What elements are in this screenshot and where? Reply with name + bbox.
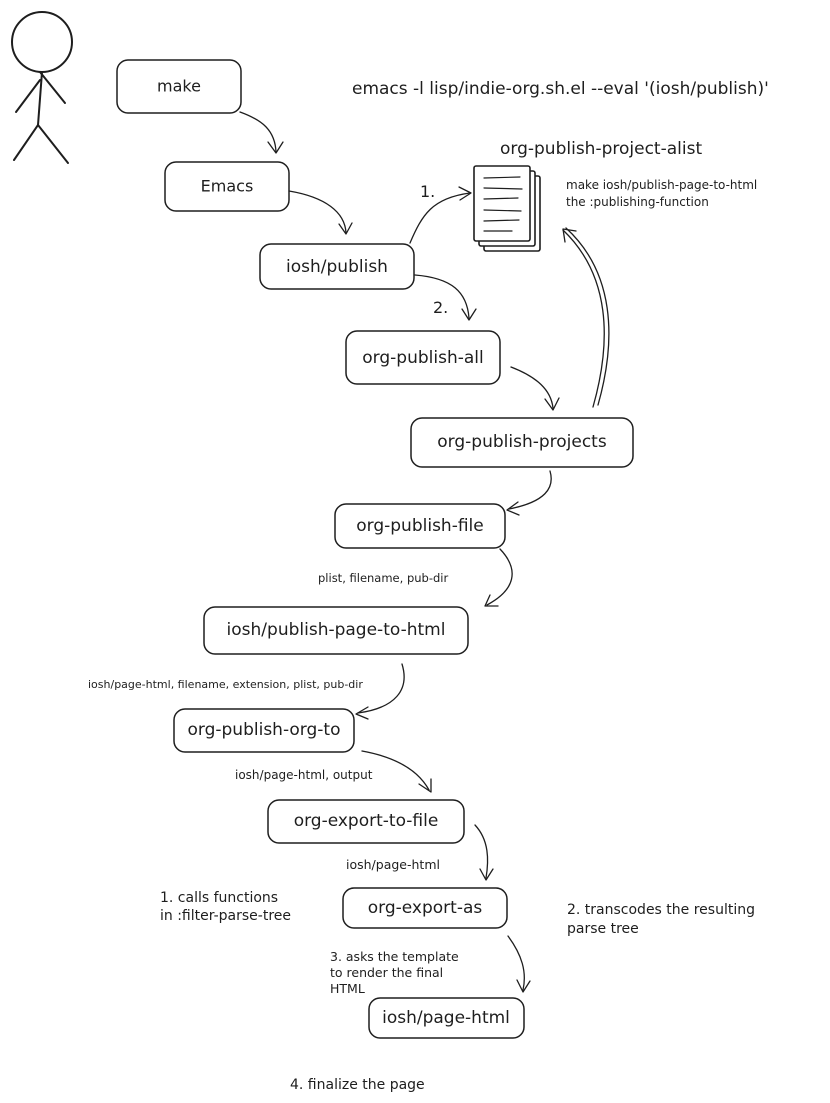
- note-template-line1: 3. asks the template: [330, 949, 459, 964]
- step-1-label: 1.: [420, 182, 435, 201]
- node-org-publish-file-label: org-publish-file: [356, 516, 483, 536]
- edge-publish-file-to-page-to-html: [484, 548, 513, 607]
- note-calls-functions-line1: 1. calls functions: [160, 890, 278, 906]
- edge-iosh-publish-to-project-alist: [409, 186, 472, 244]
- edge-label-page-html-output: iosh/page-html, output: [235, 768, 373, 782]
- note-transcodes-line2: parse tree: [567, 921, 639, 937]
- edge-projects-to-project-alist: [562, 227, 610, 408]
- node-org-publish-projects: org-publish-projects: [410, 417, 634, 468]
- node-emacs-label: Emacs: [201, 177, 254, 196]
- edge-make-to-emacs: [239, 111, 284, 154]
- user-stick-figure-icon: [11, 11, 73, 164]
- project-alist-document-icon: [473, 165, 541, 252]
- step-2-label: 2.: [433, 298, 448, 317]
- publishing-function-note-line1: make iosh/publish-page-to-html: [566, 178, 757, 192]
- node-org-publish-org-to-label: org-publish-org-to: [188, 720, 341, 740]
- note-template-line3: HTML: [330, 981, 365, 996]
- node-iosh-publish-page-to-html-label: iosh/publish-page-to-html: [227, 620, 446, 640]
- node-org-export-as-label: org-export-as: [368, 898, 483, 918]
- node-iosh-page-html-label: iosh/page-html: [382, 1008, 510, 1028]
- note-template-line2: to render the final: [330, 965, 443, 980]
- edge-org-to-to-export-to-file: [361, 750, 432, 793]
- node-iosh-page-html: iosh/page-html: [368, 997, 525, 1039]
- node-org-export-as: org-export-as: [342, 887, 508, 929]
- node-org-export-to-file-label: org-export-to-file: [294, 811, 439, 831]
- note-calls-functions-line2: in :filter-parse-tree: [160, 908, 291, 924]
- node-org-publish-all-label: org-publish-all: [362, 348, 483, 368]
- node-iosh-publish-page-to-html: iosh/publish-page-to-html: [203, 606, 469, 655]
- edge-projects-to-publish-file: [506, 470, 552, 516]
- node-make-label: make: [157, 77, 201, 96]
- node-org-publish-projects-label: org-publish-projects: [437, 432, 607, 452]
- note-transcodes-line1: 2. transcodes the resulting: [567, 902, 755, 918]
- edge-emacs-to-iosh-publish: [288, 190, 353, 235]
- node-iosh-publish: iosh/publish: [259, 243, 415, 290]
- emacs-command: emacs -l lisp/indie-org.sh.el --eval '(i…: [352, 79, 769, 99]
- note-finalize-page: 4. finalize the page: [290, 1077, 425, 1093]
- edge-label-page-html-args: iosh/page-html, filename, extension, pli…: [88, 678, 363, 691]
- edge-export-as-to-page-html: [507, 935, 531, 993]
- node-emacs: Emacs: [164, 161, 290, 212]
- node-org-export-to-file: org-export-to-file: [267, 799, 465, 844]
- edge-export-to-file-to-export-as: [474, 824, 494, 881]
- edge-org-publish-all-to-projects: [510, 366, 560, 411]
- project-alist-title: org-publish-project-alist: [500, 139, 702, 159]
- node-org-publish-org-to: org-publish-org-to: [173, 708, 355, 753]
- edge-page-to-html-to-org-to: [355, 663, 405, 720]
- node-org-publish-all: org-publish-all: [345, 330, 501, 385]
- node-make: make: [116, 59, 242, 114]
- edge-label-plist-filename-pubdir: plist, filename, pub-dir: [318, 571, 448, 585]
- node-org-publish-file: org-publish-file: [334, 503, 506, 549]
- edge-iosh-publish-to-org-publish-all: [414, 274, 477, 321]
- publishing-function-note-line2: the :publishing-function: [566, 195, 709, 209]
- node-iosh-publish-label: iosh/publish: [286, 257, 388, 277]
- edge-label-page-html: iosh/page-html: [346, 857, 440, 872]
